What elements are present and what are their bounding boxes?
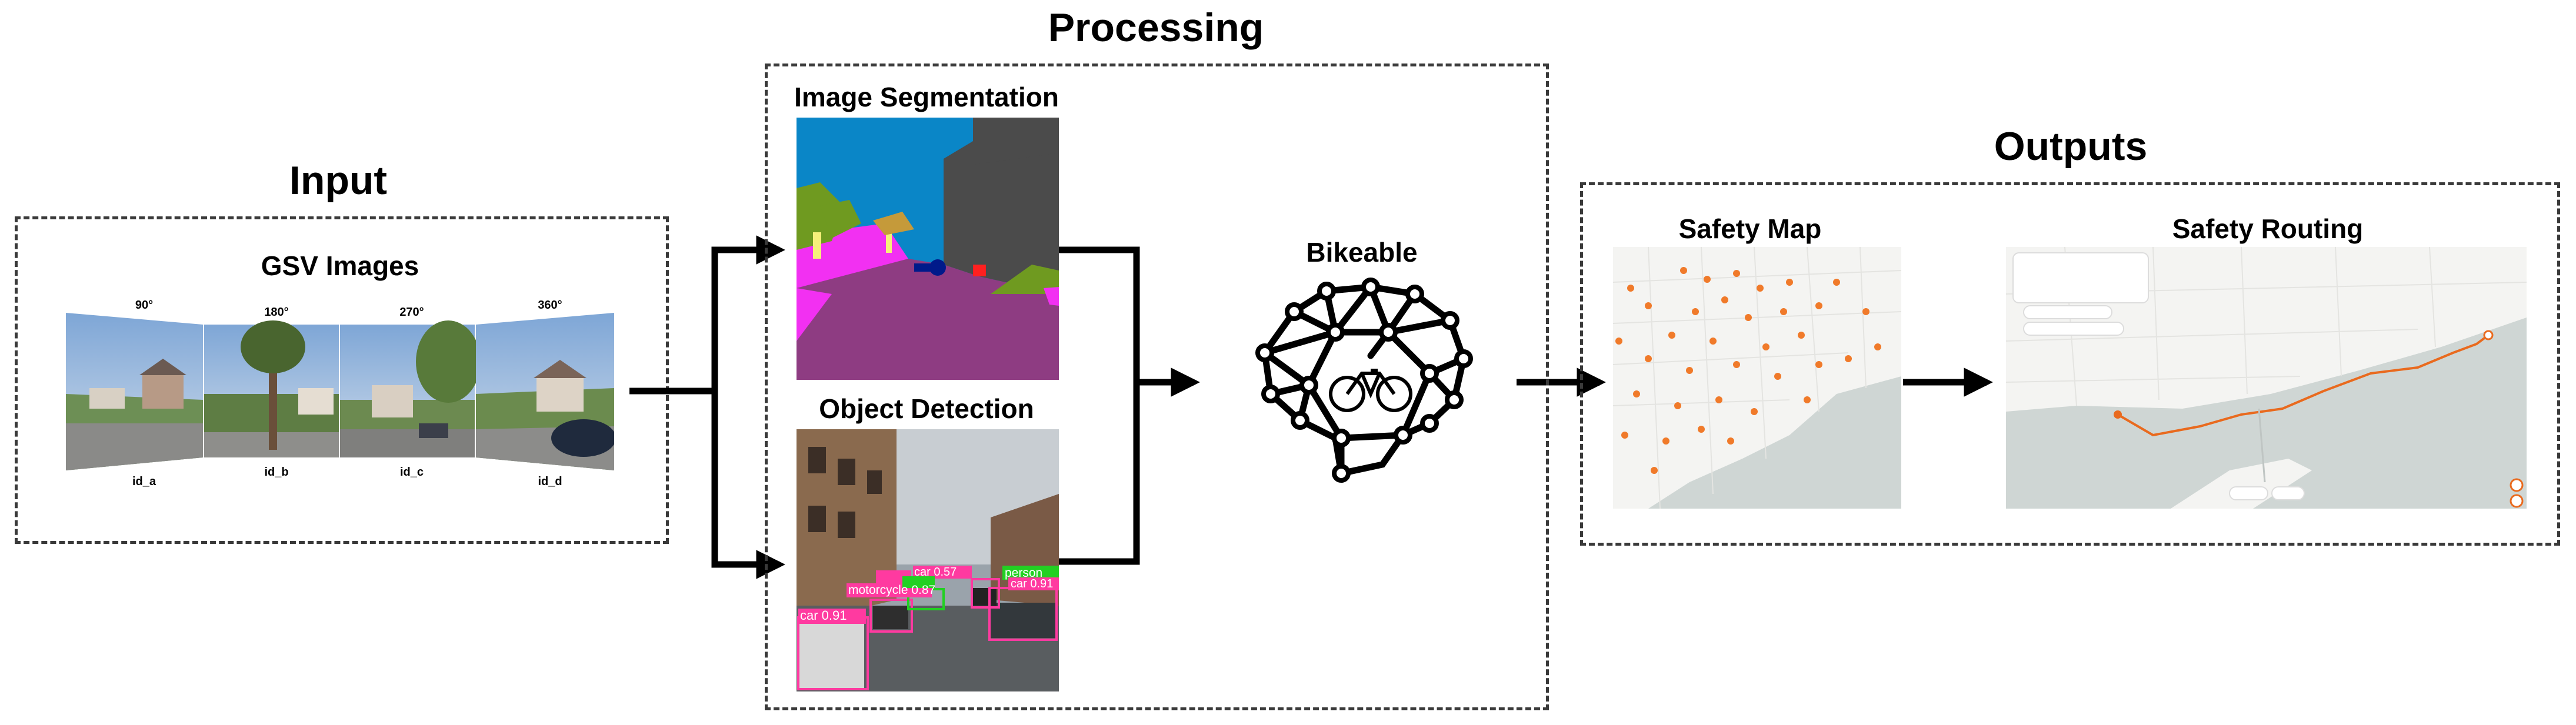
arrow-segmentation-to-model bbox=[1059, 246, 1140, 382]
processing-panel bbox=[765, 64, 1549, 710]
angle-label-180: 180° bbox=[264, 306, 289, 319]
gsv-panorama-strip bbox=[66, 313, 614, 470]
detection-label-car-1: car 0.91 bbox=[800, 608, 847, 623]
id-label-a: id_a bbox=[132, 475, 156, 488]
angle-label-360: 360° bbox=[538, 299, 562, 312]
gsv-image-d bbox=[476, 313, 614, 470]
model-title: Bikeable bbox=[1306, 237, 1418, 268]
arrow-input-to-detection bbox=[711, 391, 785, 579]
detection-title: Object Detection bbox=[819, 393, 1034, 424]
id-label-b: id_b bbox=[264, 466, 289, 479]
id-label-d: id_d bbox=[538, 475, 562, 488]
id-label-c: id_c bbox=[399, 466, 424, 479]
arrow-detection-to-model bbox=[1059, 367, 1200, 565]
bikeable-brain-icon bbox=[1255, 278, 1473, 483]
detection-label-person: person bbox=[1005, 566, 1043, 580]
segmentation-title: Image Segmentation bbox=[794, 82, 1059, 112]
input-title: Input bbox=[289, 158, 388, 203]
gsv-image-c bbox=[340, 320, 481, 457]
detection-label-car-2: car 0.57 bbox=[914, 566, 957, 579]
outputs-title: Outputs bbox=[1994, 124, 2148, 169]
processing-title: Processing bbox=[1048, 5, 1264, 50]
detection-image: car 0.91 motorcycle 0.87 car 0.57 person… bbox=[797, 429, 1059, 691]
segmentation-image bbox=[797, 118, 1059, 380]
outputs-panel bbox=[1580, 182, 2560, 546]
angle-label-90: 90° bbox=[135, 299, 154, 312]
input-panel bbox=[15, 216, 669, 544]
detection-label-motorcycle: motorcycle 0.87 bbox=[848, 583, 936, 597]
detection-label-car-3: car 0.91 bbox=[1011, 577, 1054, 590]
gsv-images-title: GSV Images bbox=[261, 250, 419, 281]
safety-routing-image bbox=[2006, 247, 2527, 509]
safety-routing-title: Safety Routing bbox=[2172, 213, 2364, 244]
angle-label-270: 270° bbox=[399, 306, 424, 319]
gsv-image-b bbox=[204, 320, 339, 457]
safety-map-title: Safety Map bbox=[1678, 213, 1822, 244]
arrow-input-to-segmentation bbox=[629, 235, 785, 395]
gsv-image-a bbox=[66, 313, 203, 470]
safety-map-image bbox=[1613, 247, 1901, 509]
